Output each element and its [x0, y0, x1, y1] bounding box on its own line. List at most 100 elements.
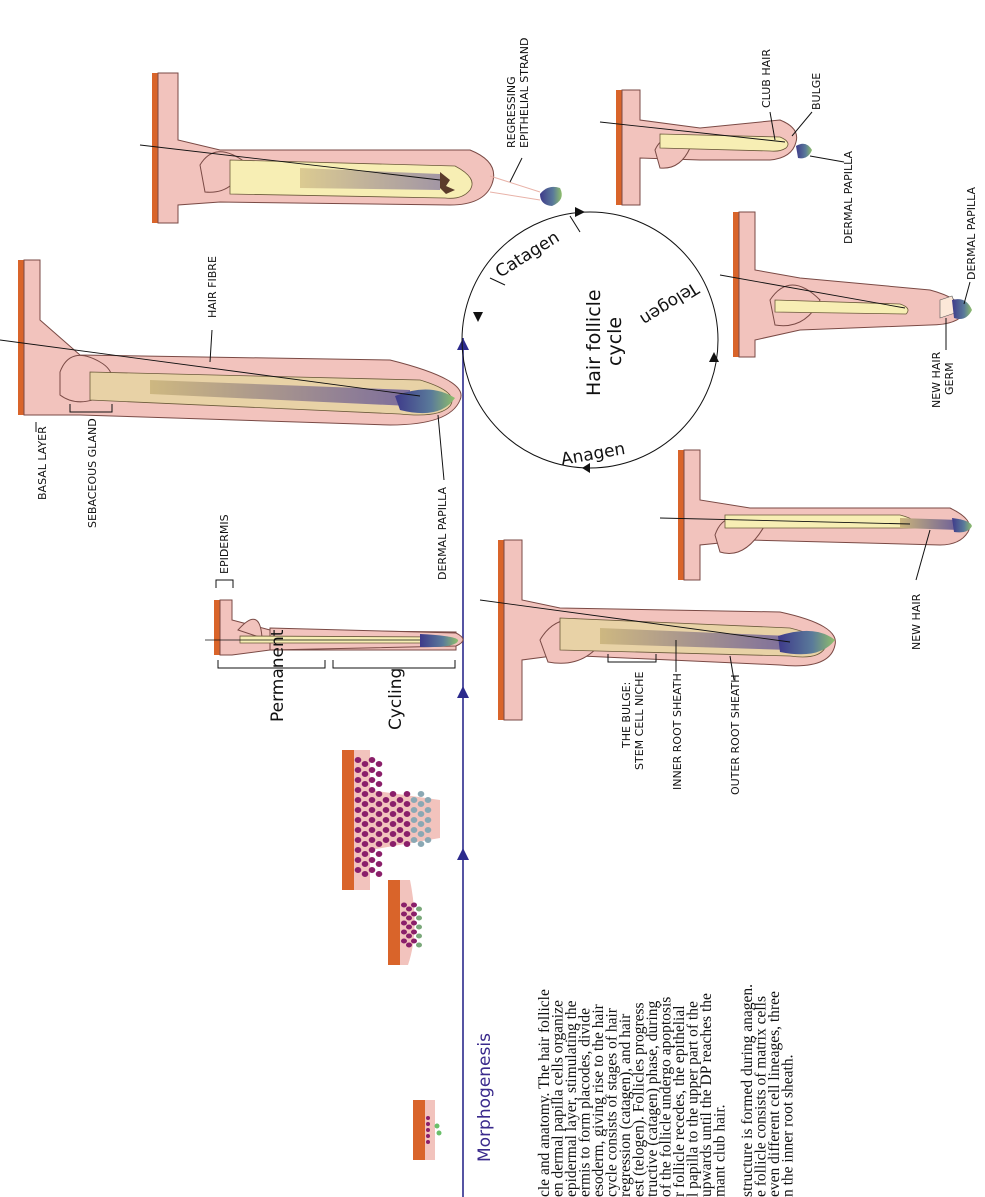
cell [362, 791, 369, 797]
cell [425, 827, 432, 833]
catagen-follicle [140, 73, 562, 223]
dermal-papilla-label-1: DERMAL PAPILLA [436, 486, 449, 580]
dermal-papilla-label-2: DERMAL PAPILLA [842, 150, 855, 244]
cell [369, 807, 376, 813]
cell [425, 797, 432, 803]
cell [362, 851, 369, 857]
basal-layer-callout: BASAL LAYER [36, 422, 49, 500]
cycling-label: Cycling [386, 668, 406, 730]
regressing-strand-callout: REGRESSING EPITHELIAL STRAND [505, 38, 531, 182]
cell [390, 831, 397, 837]
cell [425, 837, 432, 843]
cell [390, 801, 397, 807]
dermal-papilla-callout-3: DERMAL PAPILLA [964, 186, 978, 304]
morphogenesis-label: Morphogenesis [475, 1033, 495, 1162]
cell [404, 841, 411, 847]
cell [406, 943, 412, 948]
cell [362, 761, 369, 767]
cell [369, 767, 376, 773]
cycling-bracket: Cycling [333, 660, 455, 730]
dermal-papilla-label-3: DERMAL PAPILLA [965, 186, 978, 280]
new-hair-label: NEW HAIR [910, 593, 923, 650]
placode-stage-3 [342, 750, 440, 890]
cell [376, 771, 383, 777]
dermal-papilla-callout-2: DERMAL PAPILLA [810, 150, 855, 244]
cell [383, 837, 390, 843]
cell [376, 871, 383, 877]
cell [383, 807, 390, 813]
epidermis-label: EPIDERMIS [218, 514, 231, 574]
telogen-follicle [600, 90, 812, 205]
regressing-label-1: REGRESSING [505, 76, 518, 148]
cell [404, 791, 411, 797]
cell [390, 821, 397, 827]
cell [383, 817, 390, 823]
cell [362, 811, 369, 817]
cell [418, 801, 425, 807]
cell [369, 827, 376, 833]
cell [404, 831, 411, 837]
cell [397, 827, 404, 833]
cell [401, 912, 407, 917]
cell [355, 827, 362, 833]
outer-root-sheath-label: OUTER ROOT SHEATH [729, 674, 742, 795]
basal-layer-label: BASAL LAYER [36, 426, 49, 500]
cell [411, 797, 418, 803]
cell [397, 807, 404, 813]
cell [411, 930, 417, 935]
cell [404, 811, 411, 817]
cell [376, 761, 383, 767]
mature-follicle [0, 260, 461, 425]
cell [401, 921, 407, 926]
cell [376, 801, 383, 807]
caption-line: n the inner root sheath. [780, 1055, 797, 1197]
bulge-callout: BULGE [792, 73, 823, 136]
inner-root-sheath-callout: INNER ROOT SHEATH [671, 640, 684, 790]
cell [362, 871, 369, 877]
cell [376, 861, 383, 867]
the-bulge-callout: THE BULGE: STEM CELL NICHE [608, 654, 656, 770]
cell [397, 817, 404, 823]
cell [411, 837, 418, 843]
morphogenesis-axis: Morphogenesis [457, 338, 495, 1197]
hair-fibre-label: HAIR FIBRE [206, 256, 219, 318]
cell [362, 841, 369, 847]
cell [416, 916, 422, 921]
cell [369, 837, 376, 843]
regressing-label-2: EPITHELIAL STRAND [518, 38, 531, 148]
cell [418, 811, 425, 817]
cell [376, 781, 383, 787]
cell [404, 821, 411, 827]
cell [355, 867, 362, 873]
cell [376, 821, 383, 827]
cell [418, 791, 425, 797]
cell [376, 851, 383, 857]
cell [362, 821, 369, 827]
sebaceous-gland-label: SEBACEOUS GLAND [86, 418, 99, 528]
cell [355, 807, 362, 813]
cycle-center-line-1: Hair follicle [583, 289, 605, 396]
cell [404, 801, 411, 807]
new-hair-germ-label-1: NEW HAIR [930, 351, 943, 408]
cell [390, 791, 397, 797]
cell [406, 907, 412, 912]
cell [411, 827, 418, 833]
bulge-label: BULGE [810, 73, 823, 110]
cell [355, 857, 362, 863]
telogen-label: Telogen [636, 277, 703, 329]
cycle-center-line-2: cycle [604, 317, 626, 366]
cell [369, 787, 376, 793]
anagen-follicle [480, 540, 835, 720]
cell [418, 821, 425, 827]
cell [362, 781, 369, 787]
cell [369, 867, 376, 873]
sebaceous-gland-callout: SEBACEOUS GLAND [70, 404, 112, 528]
cell [383, 827, 390, 833]
cell [355, 817, 362, 823]
placode-stage-2 [388, 880, 422, 965]
cell [369, 857, 376, 863]
cell [397, 837, 404, 843]
cell [411, 807, 418, 813]
the-bulge-label-1: THE BULGE: [620, 682, 633, 749]
